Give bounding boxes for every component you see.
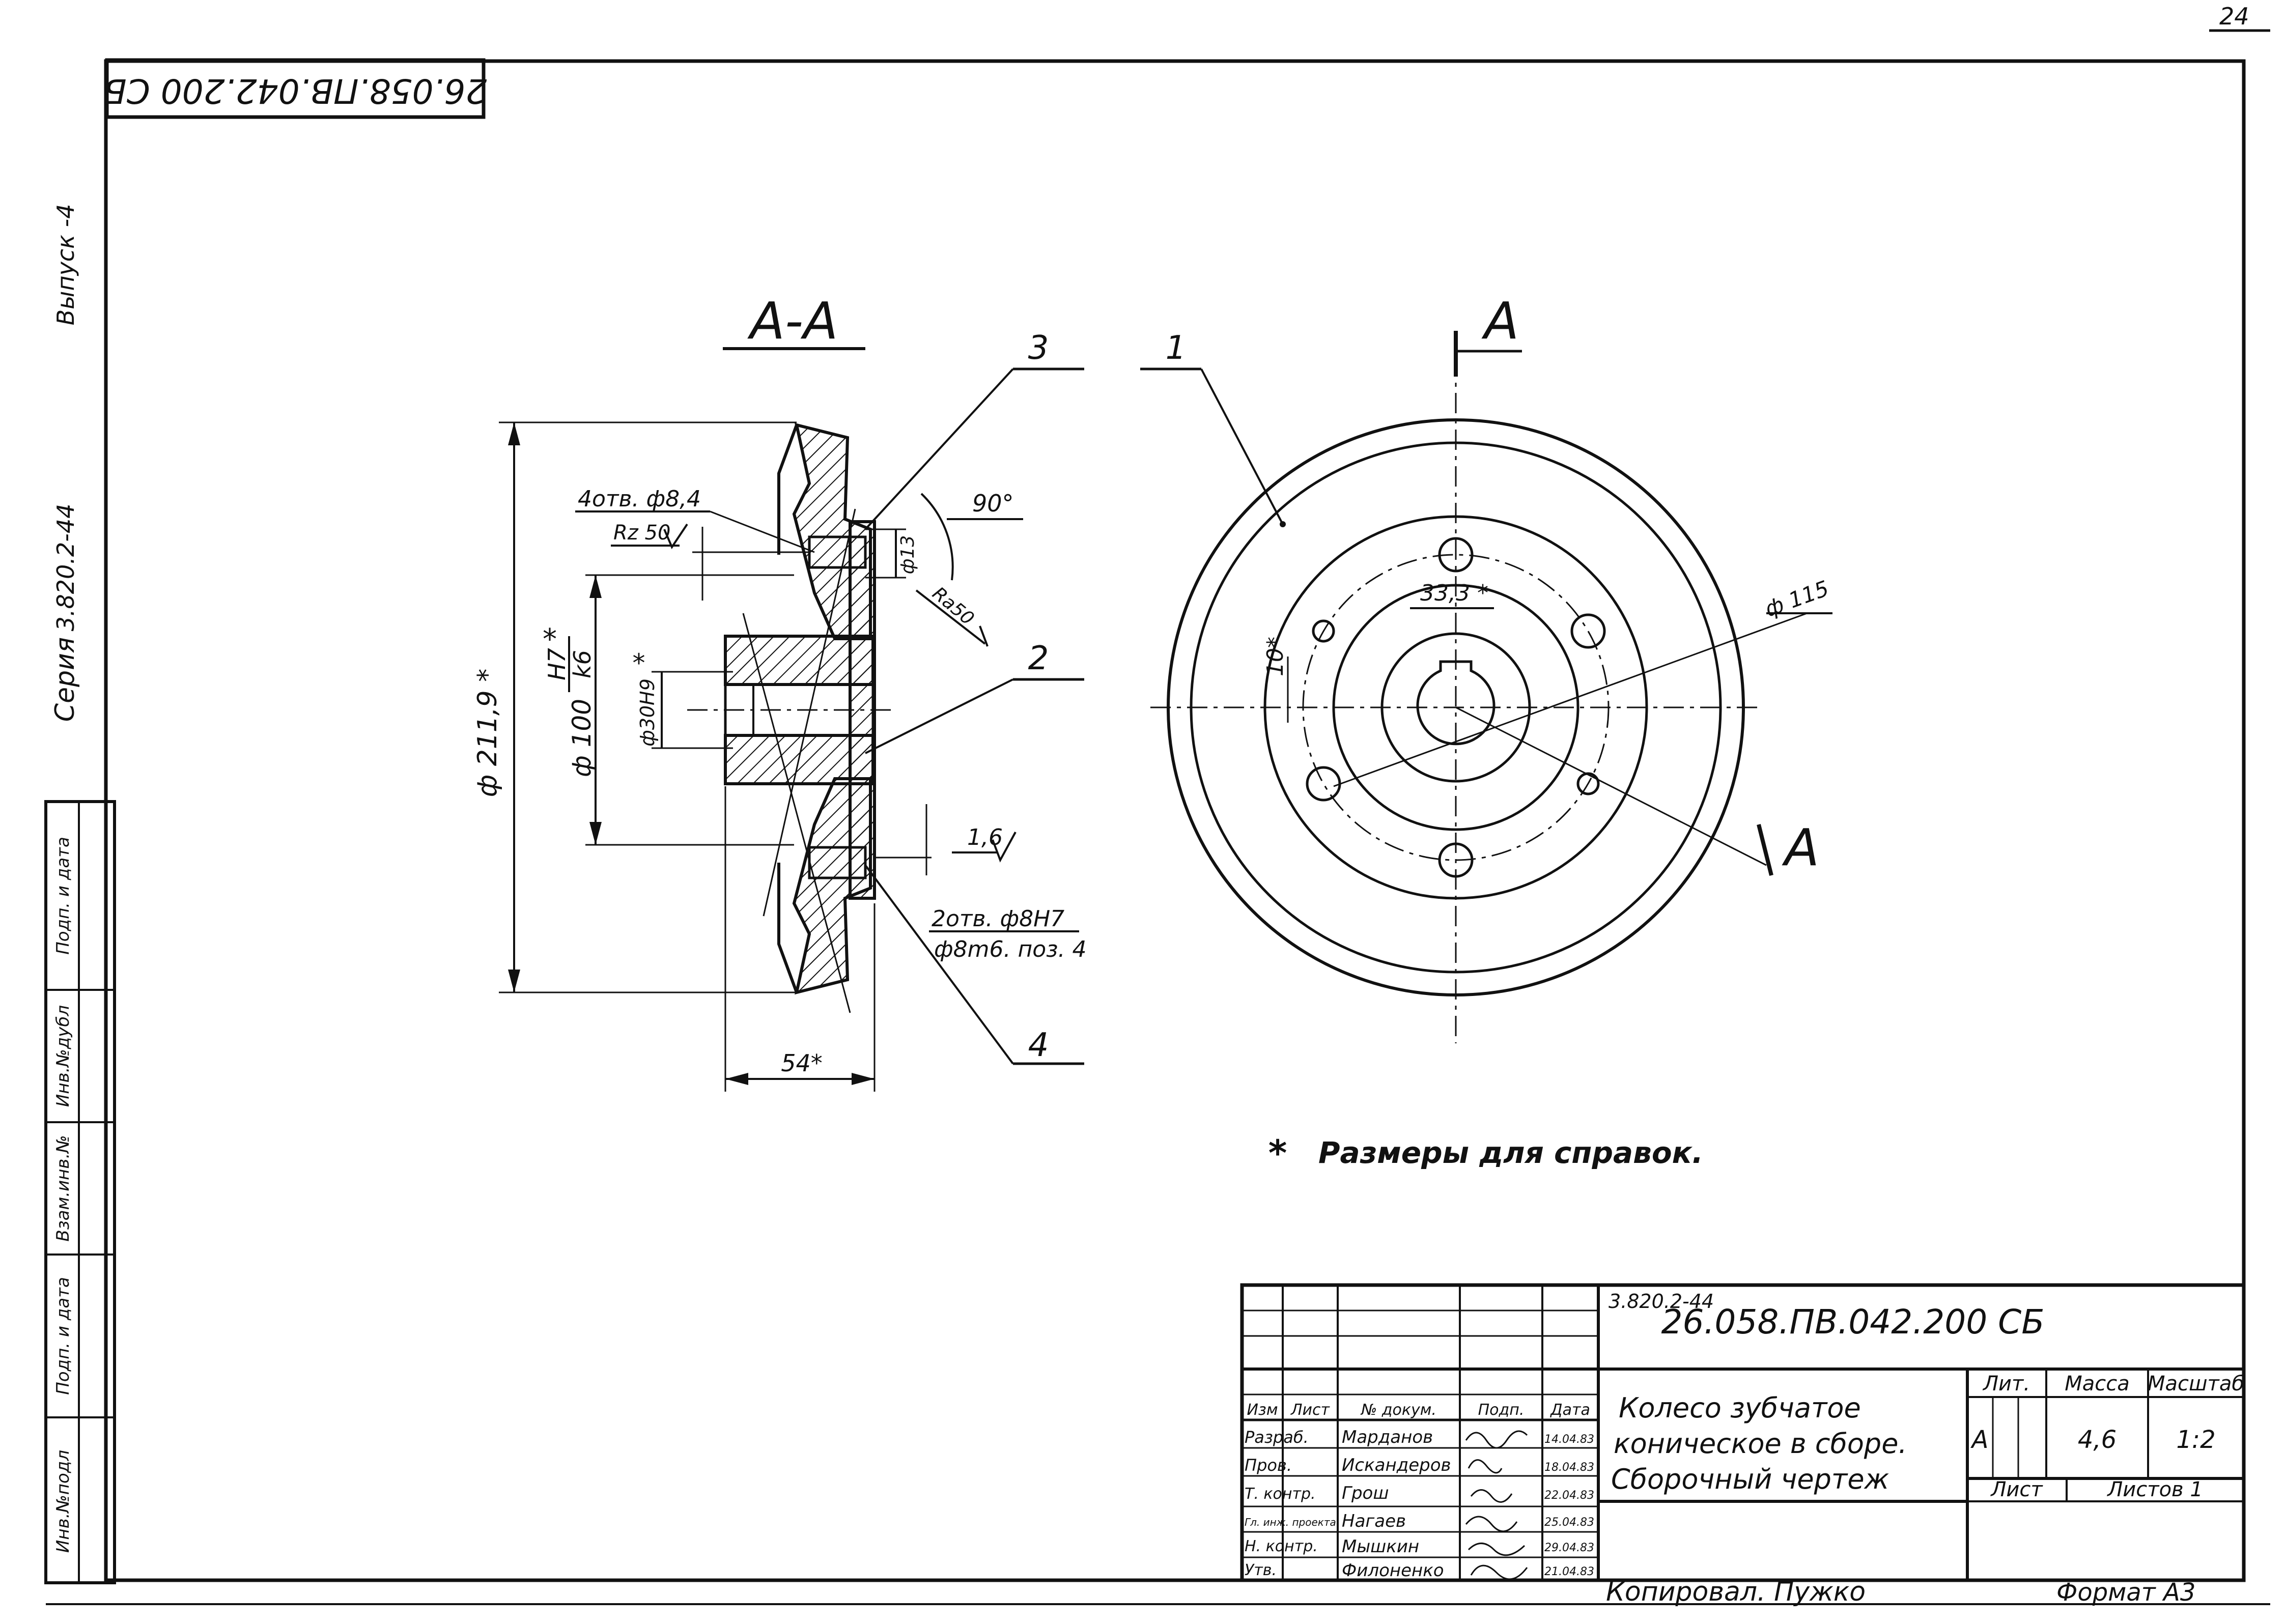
section-view: А-А ф 211,9 * ф 100 H7 bbox=[472, 291, 1087, 1092]
callout-2: 2 bbox=[1028, 640, 1049, 677]
tb-sheet-label: Лист bbox=[1990, 1478, 2043, 1501]
dim-d30-star: * bbox=[633, 648, 645, 678]
svg-text:Нагаев: Нагаев bbox=[1342, 1511, 1406, 1531]
svg-text:Н. контр.: Н. контр. bbox=[1245, 1537, 1318, 1555]
svg-text:25.04.83: 25.04.83 bbox=[1544, 1516, 1594, 1529]
tb-lit-header: Лит. bbox=[1982, 1372, 2030, 1395]
bolt-hole-left bbox=[1306, 766, 1341, 802]
dim-d13: ф13 bbox=[897, 535, 918, 575]
cut-label-top: А bbox=[1481, 291, 1519, 351]
dim-r16: 1,6 bbox=[967, 824, 1003, 850]
tb-scale-header: Масштаб bbox=[2148, 1372, 2244, 1395]
svg-text:Гл. инж. проекта: Гл. инж. проекта bbox=[1245, 1516, 1336, 1528]
stamp-podp-data-2: Подп. и дата bbox=[53, 837, 73, 955]
tb-mass-value: 4,6 bbox=[2078, 1426, 2117, 1454]
frame: 24 bbox=[46, 3, 2270, 1605]
inner-frame bbox=[104, 59, 2246, 1582]
callout-3: 3 bbox=[1028, 329, 1049, 367]
bolt-hole-top bbox=[1438, 537, 1474, 573]
issue-label: Выпуск -4 bbox=[52, 204, 79, 326]
dim-angle: 90° bbox=[972, 490, 1014, 517]
rotated-code: 26.058.ПВ.042.200 СБ bbox=[103, 71, 487, 110]
svg-text:Т. контр.: Т. контр. bbox=[1245, 1485, 1316, 1503]
tb-name-line-1: Колесо зубчатое bbox=[1619, 1392, 1861, 1424]
hub-top bbox=[724, 635, 874, 686]
title-block: 3.820.2-44 26.058.ПВ.042.200 СБ Колесо з… bbox=[1240, 1283, 2246, 1582]
note-text: Размеры для справок. bbox=[1318, 1135, 1703, 1170]
tb-col-list: Лист bbox=[1290, 1401, 1331, 1419]
staff-row: Пров. Искандеров 18.04.83 bbox=[1245, 1455, 1594, 1475]
dim-bolt-circle: ф 115 bbox=[1762, 576, 1832, 621]
tb-col-date: Дата bbox=[1549, 1401, 1590, 1419]
svg-text:Грош: Грош bbox=[1342, 1483, 1389, 1503]
stamp-vzam-inv: Взам.инв.№ bbox=[53, 1135, 73, 1241]
tb-name-line-3: Сборочный чертеж bbox=[1611, 1463, 1889, 1495]
callout-1: 1 bbox=[1166, 329, 1187, 367]
tb-name-line-2: коническое в сборе. bbox=[1614, 1428, 1907, 1460]
svg-text:29.04.83: 29.04.83 bbox=[1544, 1542, 1594, 1554]
page-number: 24 bbox=[2219, 3, 2249, 30]
tb-doc-code: 26.058.ПВ.042.200 СБ bbox=[1661, 1302, 2044, 1342]
svg-text:Пров.: Пров. bbox=[1245, 1456, 1292, 1475]
callout-4: 4 bbox=[1028, 1027, 1049, 1064]
dim-fit-num: H7 bbox=[543, 648, 571, 680]
tb-series-small: 3.820.2-44 bbox=[1609, 1290, 1714, 1313]
tb-col-sign: Подп. bbox=[1478, 1401, 1525, 1419]
stamp-inv-podl: Инв.№подл bbox=[53, 1450, 73, 1553]
cut-label-bottom: А bbox=[1782, 818, 1819, 877]
pin-hole-right bbox=[1576, 772, 1600, 795]
svg-text:Мышкин: Мышкин bbox=[1342, 1536, 1419, 1557]
dim-holes-4: 4отв. ф8,4 bbox=[578, 486, 701, 512]
tb-sheets-label: Листов 1 bbox=[2106, 1478, 2203, 1501]
dim-side: 10* bbox=[1262, 637, 1288, 676]
front-view: А А 1 33,3 * 10* ф 115 bbox=[1140, 291, 1832, 1043]
svg-text:Филоненко: Филоненко bbox=[1342, 1560, 1444, 1581]
staff-row: Гл. инж. проекта Нагаев 25.04.83 bbox=[1245, 1511, 1594, 1531]
dim-rz: Rz 50 bbox=[613, 521, 670, 545]
svg-text:Искандеров: Искандеров bbox=[1342, 1455, 1451, 1475]
dim-holes-2: 2отв. ф8H7 bbox=[932, 906, 1064, 932]
svg-text:Марданов: Марданов bbox=[1342, 1427, 1433, 1447]
series-value: 3.820.2-44 bbox=[52, 504, 79, 632]
footer-copied: Копировал. Пужко bbox=[1606, 1577, 1866, 1607]
dim-d100: ф 100 bbox=[567, 699, 597, 777]
series-label: Серия bbox=[50, 637, 80, 722]
pin-hole-left bbox=[1312, 619, 1335, 643]
svg-text:18.04.83: 18.04.83 bbox=[1544, 1461, 1594, 1474]
side-stamp: Инв.№подл Подп. и дата Взам.инв.№ Инв.№д… bbox=[44, 800, 116, 1584]
dim-fit-den: k6 bbox=[569, 650, 596, 678]
footer-format: Формат А3 bbox=[2056, 1578, 2195, 1607]
keyed-bore bbox=[1416, 660, 1496, 746]
svg-text:22.04.83: 22.04.83 bbox=[1544, 1489, 1594, 1502]
dim-key: 33,3 * bbox=[1420, 580, 1488, 606]
svg-text:14.04.83: 14.04.83 bbox=[1544, 1433, 1594, 1446]
staff-row: Т. контр. Грош 22.04.83 bbox=[1245, 1483, 1594, 1503]
signature-scribbles bbox=[1465, 1430, 1528, 1580]
dim-d30: ф30H9 bbox=[636, 678, 659, 747]
tb-scale-value: 1:2 bbox=[2176, 1426, 2215, 1454]
staff-row: Н. контр. Мышкин 29.04.83 bbox=[1245, 1536, 1594, 1557]
dim-pin: ф8m6. поз. 4 bbox=[934, 936, 1087, 962]
svg-text:21.04.83: 21.04.83 bbox=[1544, 1565, 1594, 1578]
stamp-podp-data-1: Подп. и дата bbox=[53, 1277, 73, 1395]
note-star: * bbox=[1268, 1132, 1287, 1174]
staff-row: Утв. Филоненко 21.04.83 bbox=[1245, 1560, 1594, 1581]
dim-d211: ф 211,9 * bbox=[472, 669, 503, 797]
tb-mass-header: Масса bbox=[2065, 1372, 2130, 1395]
tb-lit-value: А bbox=[1970, 1426, 1989, 1454]
section-title: А-А bbox=[747, 291, 838, 351]
svg-text:Разраб.: Разраб. bbox=[1245, 1428, 1309, 1447]
tb-col-izm: Изм bbox=[1247, 1401, 1278, 1419]
dim-width: 54* bbox=[781, 1049, 823, 1077]
bolt-hole-right bbox=[1570, 613, 1606, 649]
staff-row: Разраб. Марданов 14.04.83 bbox=[1245, 1427, 1594, 1447]
dim-fit-star: * bbox=[543, 623, 557, 656]
svg-text:Утв.: Утв. bbox=[1245, 1561, 1277, 1579]
tb-col-doc: № докум. bbox=[1360, 1401, 1436, 1419]
rotated-code-box: 26.058.ПВ.042.200 СБ bbox=[103, 58, 487, 119]
stamp-inv-dubl: Инв.№дубл bbox=[53, 1005, 73, 1107]
